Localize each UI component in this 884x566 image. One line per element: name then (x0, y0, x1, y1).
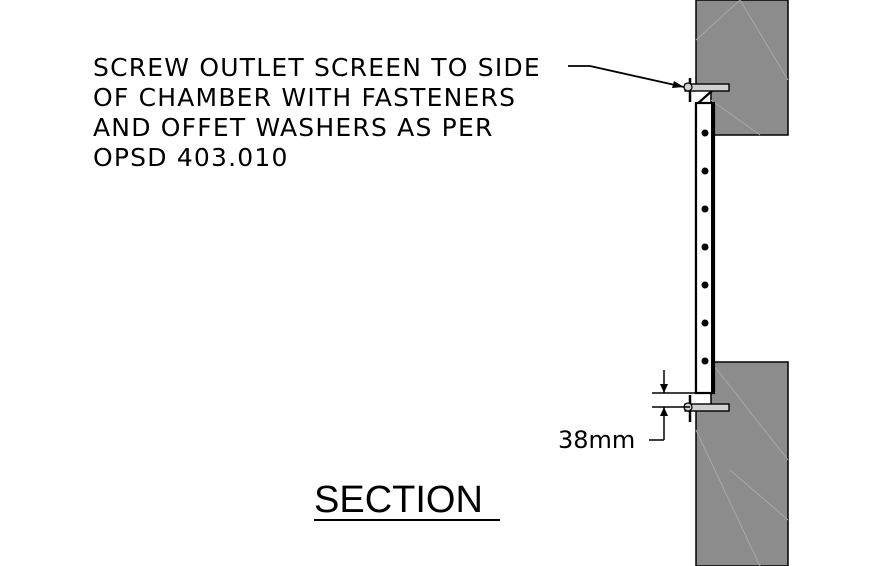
screen-perforation (701, 319, 709, 327)
note-line-4: OPSD 403.010 (93, 143, 289, 172)
upper-fastener (683, 78, 730, 102)
screen-perforation (701, 243, 709, 251)
screen-perforation (701, 281, 709, 289)
note-line-3: AND OFFET WASHERS AS PER (93, 113, 494, 142)
screen-perforation (701, 167, 709, 175)
note-line-1: SCREW OUTLET SCREEN TO SIDE (93, 53, 541, 82)
screen-perforation (701, 205, 709, 213)
lower-concrete-wall (695, 361, 789, 566)
note-leader (568, 65, 685, 88)
dimension-label: 38mm (558, 426, 635, 454)
screen-perforation (701, 129, 709, 137)
screen-perforations (701, 129, 709, 365)
section-title: SECTION (314, 479, 483, 521)
dimension-38mm: 38mm (558, 370, 696, 454)
note-line-2: OF CHAMBER WITH FASTENERS (93, 83, 516, 112)
outlet-screen (694, 89, 716, 395)
screen-perforation (701, 357, 709, 365)
